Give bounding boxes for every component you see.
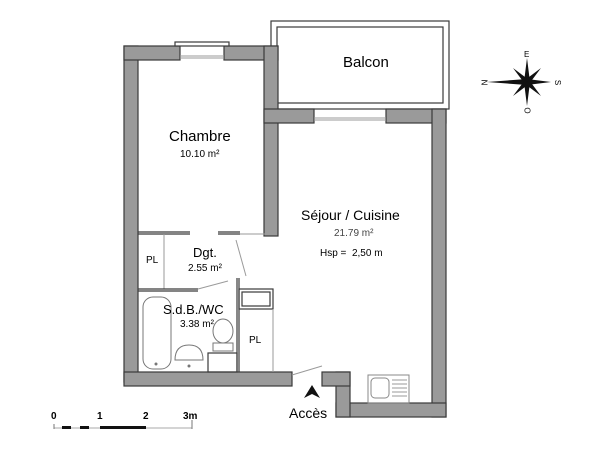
label-balcon: Balcon: [343, 54, 389, 71]
scale-bar: [53, 420, 193, 429]
kitchen-sink-icon: [367, 374, 410, 404]
bathtub-icon: [142, 296, 172, 370]
chambre-window: [174, 41, 230, 59]
toilet-icon: [212, 318, 234, 352]
area-sdb: 3.38 m²: [180, 319, 214, 330]
sink-icon: [174, 344, 204, 368]
area-sejour: 21.79 m²: [334, 228, 374, 239]
height-sejour: Hsp = 2,50 m: [320, 248, 383, 259]
scale-tick-3: 3m: [183, 411, 198, 422]
label-sdb: S.d.B./WC: [163, 302, 224, 317]
area-dgt: 2.55 m²: [188, 263, 222, 274]
compass-north: N: [479, 79, 489, 86]
scale-tick-1: 1: [97, 411, 103, 422]
scale-tick-2: 2: [143, 411, 149, 422]
compass-south: S: [553, 79, 563, 86]
label-chambre: Chambre: [169, 128, 231, 145]
label-entrance: Accès: [289, 405, 328, 421]
balcony-window: [314, 117, 386, 121]
label-sejour: Séjour / Cuisine: [301, 207, 400, 223]
label-dgt: Dgt.: [193, 245, 217, 260]
walls: [123, 45, 447, 418]
label-pl-left: PL: [146, 255, 159, 266]
entrance-arrow-icon: [304, 385, 320, 398]
compass-west: O: [522, 107, 532, 114]
label-pl-right: PL: [249, 335, 262, 346]
partitions: [138, 231, 323, 376]
area-chambre: 10.10 m²: [180, 149, 220, 160]
scale-tick-0: 0: [51, 411, 57, 422]
compass-east: E: [524, 50, 530, 59]
compass-rose-icon: [487, 58, 551, 106]
